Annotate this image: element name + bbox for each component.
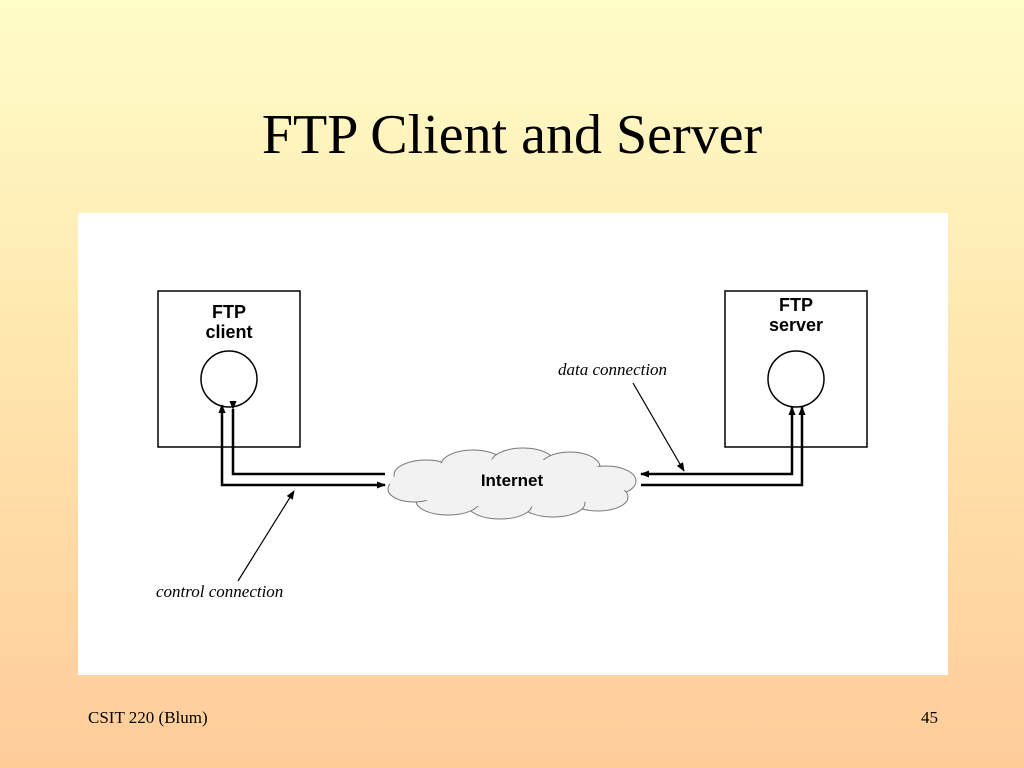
internet-label: Internet [481,471,544,490]
server-connection-lines [640,409,804,487]
client-process-circle [200,350,258,408]
control-connection-label: control connection [156,582,283,601]
data-connection-label: data connection [558,360,667,379]
server-process-circle [767,350,825,408]
server-inner-line [640,409,794,478]
ftp-diagram: FTP client FTP server [156,290,868,601]
client-label-line1: FTP [212,302,246,322]
footer-course: CSIT 220 (Blum) [88,708,208,727]
control-connection-pointer [237,490,295,582]
client-label-line2: client [205,322,252,342]
client-inner-line [229,400,385,476]
server-label-line1: FTP [779,295,813,315]
page-number: 45 [921,708,938,727]
ftp-server-box: FTP server [724,290,868,448]
server-label-line2: server [769,315,823,335]
slide-title: FTP Client and Server [261,104,763,166]
server-outer-line [641,409,804,487]
ftp-client-box: FTP client [157,290,301,448]
client-connection-lines [220,400,386,489]
internet-cloud: Internet [387,447,637,520]
diagram-panel: FTP client FTP server [78,213,948,675]
data-connection-pointer [632,382,685,472]
client-outer-line [220,409,386,489]
